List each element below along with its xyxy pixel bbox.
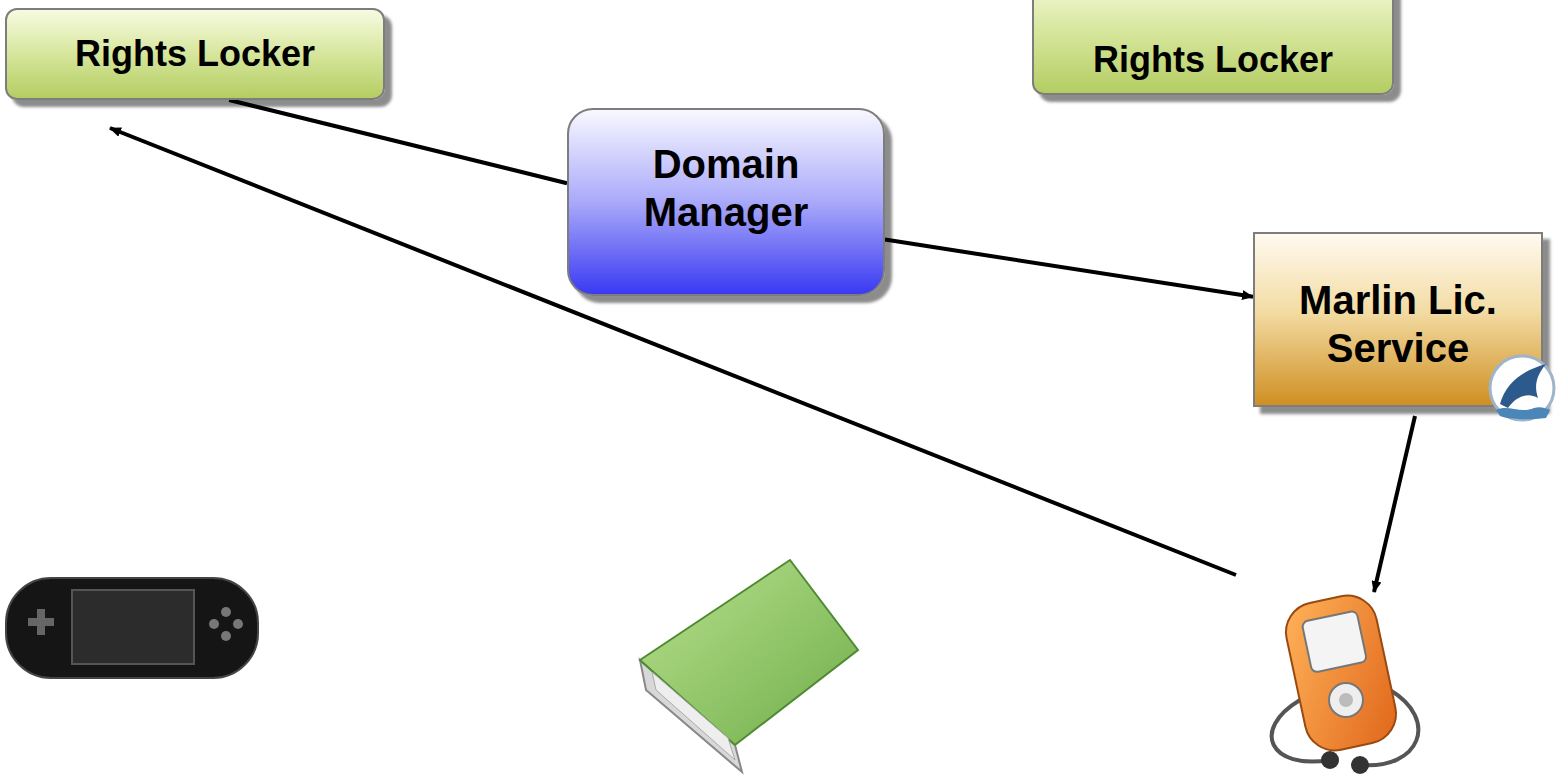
console-body [6,578,258,678]
phone-screen [1302,610,1368,673]
connector [229,100,567,183]
console-button [233,619,243,629]
laptop [640,560,858,772]
laptop-keyboard [652,672,735,760]
icon-disc [1490,356,1554,420]
earbud [1321,751,1339,769]
node-label: Rights Locker [1093,38,1333,81]
icon-wave [1496,407,1550,419]
rights-locker-box: Rights Locker [1032,0,1394,95]
console-button [221,607,231,617]
laptop-lid [640,560,858,745]
phone-keypad [1329,683,1363,717]
connector [885,240,1253,297]
phone-to-locker-line [110,128,1236,575]
rights-locker-box: Rights Locker [5,8,385,100]
phone-body [1280,590,1401,756]
console-dpad [37,609,45,635]
console-button [221,631,231,641]
node-label: Domain Manager [579,140,873,236]
console-screen [72,590,194,664]
node-label: Rights Locker [75,32,315,75]
icon-fish [1500,364,1546,408]
phone-keypad [1339,693,1353,707]
earbud [1351,756,1369,774]
node-label: Marlin Lic. Service [1265,276,1531,372]
marlin-icon [1486,352,1557,424]
domain-manager-box: Domain Manager [567,108,885,296]
license-to-phone-line [1374,416,1415,592]
handheld-console [6,578,258,678]
mobile-phone [1272,590,1419,774]
console-button [209,619,219,629]
